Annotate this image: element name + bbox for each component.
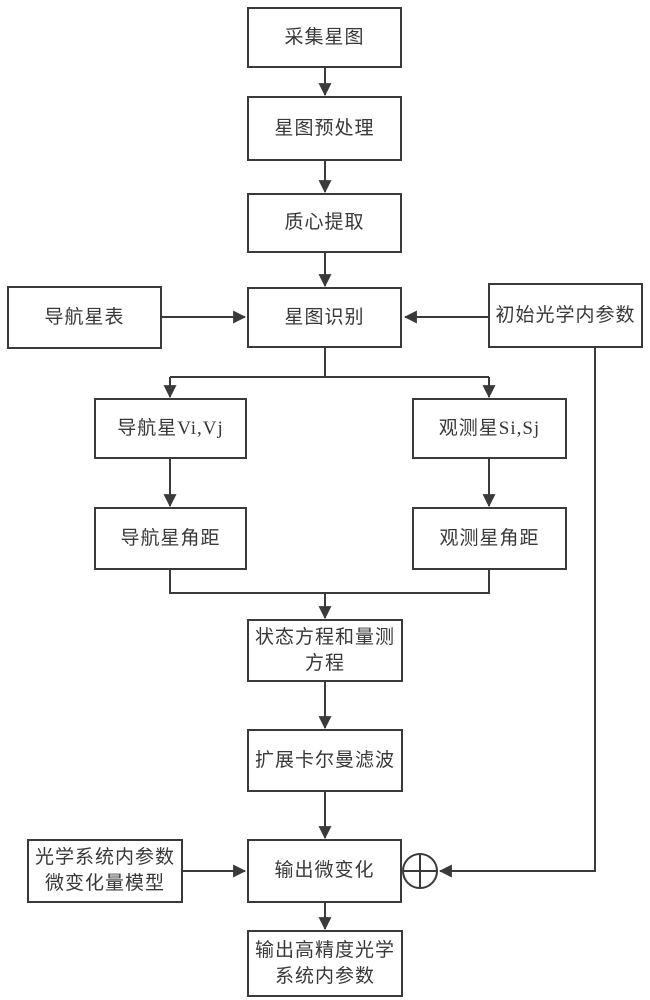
node-observed-stars-si-sj: 观测星Si,Sj [412, 398, 567, 459]
node-centroid-extraction: 质心提取 [247, 193, 402, 253]
node-param-variation-model: 光学系统内参数 微变化量模型 [27, 839, 183, 903]
node-star-identification: 星图识别 [247, 287, 402, 348]
node-initial-optical-params: 初始光学内参数 [488, 283, 643, 348]
edge-initialparams-sumjunction [438, 348, 596, 878]
node-nav-stars-vi-vj: 导航星Vi,Vj [94, 398, 247, 459]
node-collect-star-image: 采集星图 [247, 7, 402, 68]
node-nav-star-catalog: 导航星表 [7, 286, 162, 349]
node-observed-star-angular-distance: 观测星角距 [412, 507, 567, 570]
node-extended-kalman-filter: 扩展卡尔曼滤波 [247, 729, 403, 792]
node-output-micro-variation: 输出微变化 [247, 839, 402, 903]
edge-merge-bar [169, 570, 490, 594]
node-star-image-preprocess: 星图预处理 [247, 96, 402, 161]
sum-junction-icon [402, 853, 438, 889]
node-nav-star-angular-distance: 导航星角距 [94, 507, 247, 570]
node-state-measurement-equations: 状态方程和量测 方程 [247, 619, 403, 682]
node-output-high-precision-params: 输出高精度光学 系统内参数 [247, 930, 403, 997]
